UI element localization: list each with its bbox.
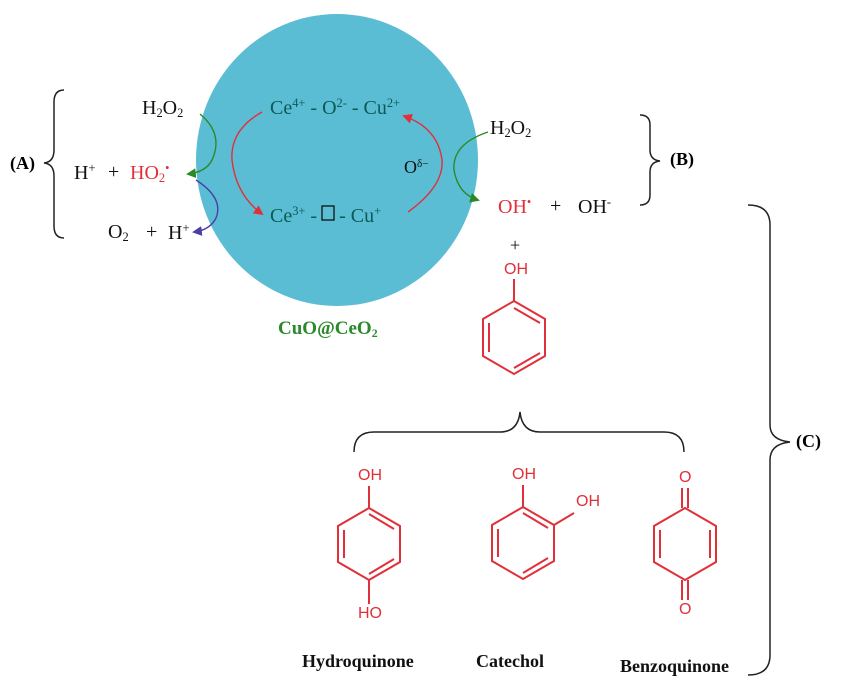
brace-c: [747, 204, 791, 676]
hydroquinone-name: Hydroquinone: [302, 651, 414, 671]
plus-sign-left-1: +: [108, 161, 120, 183]
phenol-structure: [482, 279, 546, 376]
benzoquinone-o-top-label: O: [679, 469, 692, 486]
catechol-oh-1-label: OH: [512, 466, 536, 483]
section-label-c: (C): [796, 431, 821, 451]
o2-label: O2: [108, 221, 129, 245]
ho2-radical-label: HO2•: [130, 161, 170, 185]
phenol-oh-label: OH: [504, 261, 528, 278]
catechol-oh-2-label: OH: [576, 493, 600, 510]
benzoquinone-o-bottom-label: O: [679, 601, 692, 618]
plus-sign-left-2: +: [146, 221, 158, 243]
hydroxide-label: OH-: [578, 195, 612, 218]
reduction-arc-left: [231, 111, 264, 216]
catechol-name: Catechol: [476, 651, 544, 671]
catalyst-label: CuO@CeO2: [278, 318, 378, 340]
hydroquinone-oh-bottom-label: HO: [358, 605, 382, 622]
oxidized-state-label: Ce4+ - O2- - Cu2+: [270, 96, 401, 119]
brace-b: [639, 114, 661, 206]
ho2-to-o2-arrow: [192, 179, 219, 236]
oxygen-vacancy-box: [321, 205, 335, 221]
oxidation-arc-right: [402, 113, 443, 213]
plus-sign-phenol: +: [510, 235, 521, 255]
o-delta-label: Oδ−: [404, 157, 429, 177]
catalyst-particle: [196, 14, 478, 306]
benzoquinone-structure: [653, 488, 717, 600]
plus-sign-right: +: [550, 195, 562, 217]
section-label-a: (A): [10, 153, 35, 173]
h-plus-label: H+: [74, 161, 96, 184]
benzoquinone-name: Benzoquinone: [620, 656, 730, 676]
section-label-b: (B): [670, 149, 694, 169]
catechol-structure: [491, 485, 575, 581]
h2o2-to-oh-arrow: [453, 131, 489, 203]
oh-radical-label: OH•: [498, 195, 532, 218]
hydroquinone-oh-top-label: OH: [358, 467, 382, 484]
hydroquinone-structure: [337, 486, 401, 604]
products-bracket: [353, 411, 685, 453]
h-plus-2-label: H+: [168, 221, 190, 244]
h2o2-right-label: H2O2: [490, 117, 532, 141]
h2o2-to-ho2-arrow: [186, 113, 217, 179]
reduced-state-label: Ce3+ -- Cu+: [270, 204, 382, 227]
brace-a: [43, 89, 65, 239]
h2o2-left-label: H2O2: [142, 97, 184, 121]
